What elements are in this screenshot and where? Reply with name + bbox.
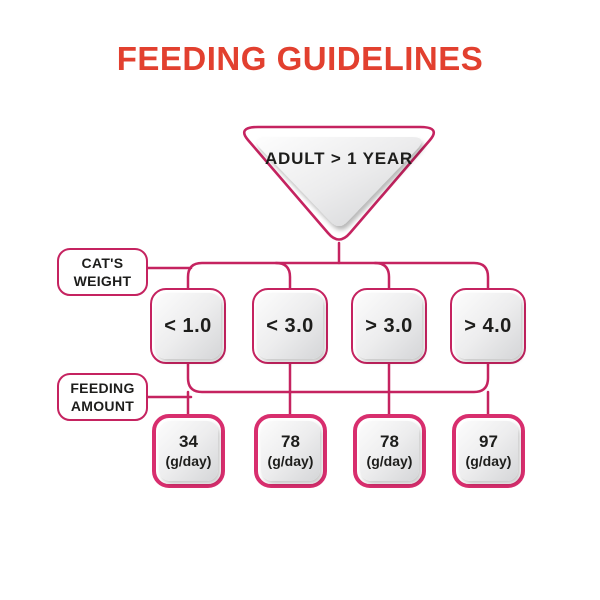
- weight-node-3-value: > 3.0: [356, 293, 422, 359]
- amount-node-2-value: 78: [281, 432, 300, 452]
- feeding-amount-label: FEEDING AMOUNT: [57, 373, 148, 421]
- weight-node-1-value: < 1.0: [155, 293, 221, 359]
- weight-node-4-value: > 4.0: [455, 293, 521, 359]
- amount-node-1: 34 (g/day): [152, 414, 225, 488]
- amount-node-4-unit: (g/day): [465, 452, 512, 469]
- root-triangle-fill: [256, 137, 422, 226]
- connector-weight-drop-3: [373, 261, 391, 294]
- amount-node-3-unit: (g/day): [366, 452, 413, 469]
- amount-node-3: 78 (g/day): [353, 414, 426, 488]
- connector-amount-bus: [186, 358, 490, 394]
- amount-node-2-unit: (g/day): [267, 452, 314, 469]
- cats-weight-label: CAT'S WEIGHT: [57, 248, 148, 296]
- weight-node-2: < 3.0: [252, 288, 328, 364]
- amount-node-4: 97 (g/day): [452, 414, 525, 488]
- amount-node-1-value: 34: [179, 432, 198, 452]
- connector-weight-drop-2: [274, 261, 292, 294]
- amount-node-4-value: 97: [479, 432, 498, 452]
- weight-node-1: < 1.0: [150, 288, 226, 364]
- amount-node-3-value: 78: [380, 432, 399, 452]
- weight-node-2-value: < 3.0: [257, 293, 323, 359]
- root-node-label: ADULT > 1 YEAR: [264, 149, 413, 168]
- connector-weight-bus: [186, 261, 490, 294]
- amount-node-1-unit: (g/day): [165, 452, 212, 469]
- amount-node-2: 78 (g/day): [254, 414, 327, 488]
- page-title: FEEDING GUIDELINES: [116, 40, 484, 77]
- weight-node-4: > 4.0: [450, 288, 526, 364]
- weight-node-3: > 3.0: [351, 288, 427, 364]
